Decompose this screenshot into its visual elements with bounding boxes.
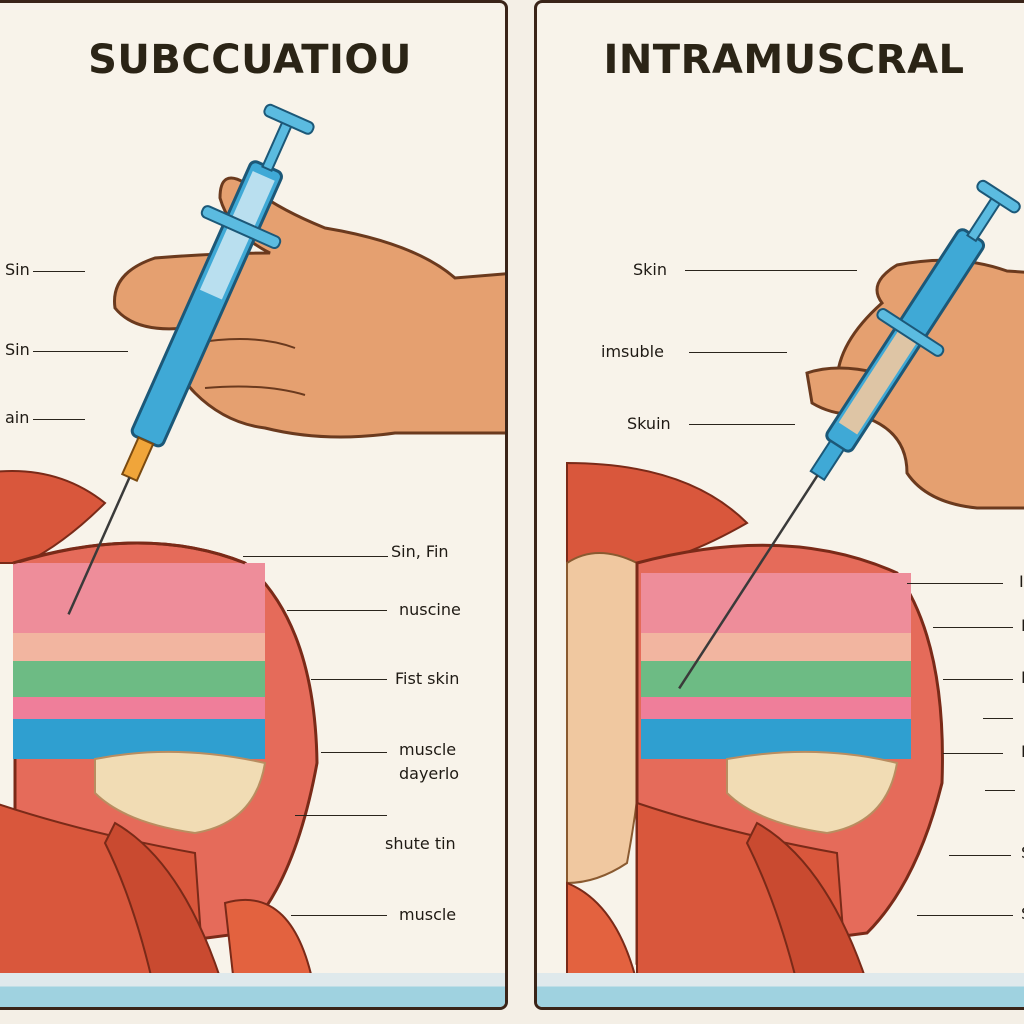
leader-line	[689, 424, 795, 426]
tissue-cross-section	[0, 470, 319, 994]
leader-line	[943, 753, 1003, 755]
layer-label: Sin, Fin	[391, 542, 449, 561]
leader-line	[689, 352, 787, 354]
panel-floor	[0, 973, 505, 1007]
subcutaneous-panel: SUBCCUATIOU	[0, 0, 508, 1010]
panel-title: SUBCCUATIOU	[88, 37, 412, 83]
leader-line	[33, 351, 128, 353]
leader-line	[33, 419, 85, 421]
layer-label: shute tin	[385, 834, 456, 853]
layer-label: I	[1021, 617, 1024, 635]
layer-label: F	[1021, 669, 1024, 687]
leader-line	[943, 679, 1013, 681]
tissue-cross-section	[566, 461, 944, 984]
intramuscular-illustration	[566, 179, 1024, 984]
layer-label: muscle	[399, 740, 457, 759]
layer-label: S	[1021, 844, 1024, 862]
leader-line	[933, 627, 1013, 629]
panel-floor	[537, 973, 1024, 1007]
layer-label: Sin	[5, 260, 30, 279]
syringe-icon	[67, 103, 315, 615]
leader-line	[949, 855, 1011, 857]
layer-label: imsuble	[601, 342, 664, 361]
layer-label: Fist skin	[395, 669, 460, 688]
layer-label: muscle	[399, 905, 457, 924]
leader-line	[983, 718, 1013, 720]
syringe-icon	[678, 179, 1021, 690]
leader-line	[243, 556, 388, 558]
layer-label: S	[1021, 905, 1024, 923]
layer-label: Skuin	[627, 414, 671, 433]
layer-label: nuscine	[399, 600, 461, 619]
leader-line	[295, 815, 387, 817]
leader-line	[685, 270, 857, 272]
hand-icon	[113, 176, 505, 439]
layer-label: I	[1019, 572, 1024, 591]
intramuscular-panel: INTRAMUSCRAL	[534, 0, 1024, 1010]
leader-line	[33, 271, 85, 273]
layer-label: I	[1021, 743, 1024, 761]
leader-line	[985, 790, 1015, 792]
leader-line	[907, 583, 1003, 585]
leader-line	[917, 915, 1013, 917]
layer-label: Sin	[5, 340, 30, 359]
leader-line	[287, 610, 387, 612]
layer-label: dayerlo	[399, 764, 460, 783]
subcutaneous-illustration	[0, 103, 505, 994]
layer-label: Skin	[633, 260, 668, 279]
leader-line	[321, 752, 387, 754]
leader-line	[291, 915, 387, 917]
panel-title: INTRAMUSCRAL	[603, 37, 965, 83]
leader-line	[311, 679, 387, 681]
layer-label: ain	[5, 408, 30, 427]
